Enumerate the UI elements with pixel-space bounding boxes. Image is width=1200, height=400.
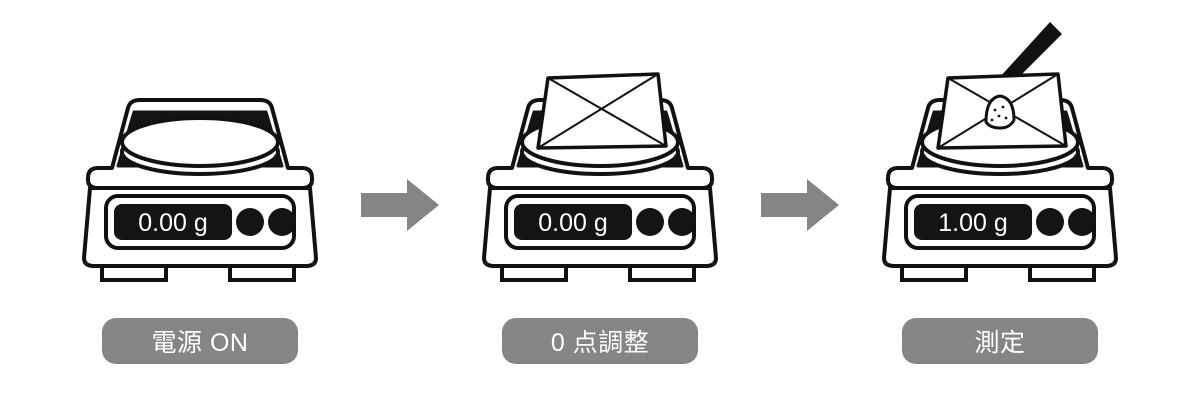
- balance-button-power[interactable]: [1068, 208, 1096, 236]
- paper-crease-1: [547, 77, 667, 147]
- balance-illustration-zero-adjust: 0.00 g: [450, 0, 750, 300]
- display-screen: [114, 204, 232, 240]
- balance-pan: [120, 116, 280, 176]
- balance-button-tare[interactable]: [236, 208, 264, 236]
- step-label-zero-adjust: 0 点調整: [502, 318, 698, 364]
- flow-arrow-1-cell: [350, 0, 450, 400]
- sample-speckle: [997, 114, 1001, 118]
- arrow-right-icon: [361, 179, 439, 231]
- step-power-on: 0.00 g 電源 ON: [50, 0, 350, 400]
- display-readout: 0.00 g: [538, 209, 608, 237]
- step-label-measure: 測定: [902, 318, 1098, 364]
- balance-button-tare[interactable]: [636, 208, 664, 236]
- sample-speckle: [990, 118, 994, 122]
- balance-foot-right: [1028, 264, 1096, 282]
- display-readout: 1.00 g: [938, 209, 1008, 237]
- step-label-power-on: 電源 ON: [102, 318, 298, 364]
- sample-speckle: [1004, 116, 1008, 120]
- balance-button-tare[interactable]: [1036, 208, 1064, 236]
- flow-arrow-2: [761, 179, 839, 231]
- sample-speckle: [1001, 105, 1005, 109]
- step-zero-adjust: 0.00 g 0 点調整: [450, 0, 750, 400]
- balance-button-power[interactable]: [268, 208, 296, 236]
- digital-display: 1.00 g: [914, 204, 1032, 240]
- display-screen: [514, 204, 632, 240]
- balance-foot-left: [500, 264, 568, 282]
- sample-powder-mound: [984, 94, 1016, 130]
- sample-speckle: [993, 108, 997, 112]
- display-readout: 0.00 g: [138, 209, 208, 237]
- step-measure: 1.00 g 測定: [850, 0, 1150, 400]
- weighing-paper: [536, 72, 668, 150]
- balance-illustration-power-on: 0.00 g: [50, 0, 350, 300]
- balance-foot-left: [100, 264, 168, 282]
- balance-foot-right: [228, 264, 296, 282]
- pan-top: [120, 116, 280, 168]
- flow-arrow-1: [361, 179, 439, 231]
- display-screen: [914, 204, 1032, 240]
- balance-button-power[interactable]: [668, 208, 696, 236]
- flow-arrow-2-cell: [750, 0, 850, 400]
- arrow-right-icon: [761, 179, 839, 231]
- balance-foot-right: [628, 264, 696, 282]
- sample-mound-shape: [984, 94, 1016, 130]
- paper-crease-2: [537, 73, 659, 149]
- digital-display: 0.00 g: [514, 204, 632, 240]
- digital-display: 0.00 g: [114, 204, 232, 240]
- balance-foot-left: [900, 264, 968, 282]
- balance-illustration-measure: 1.00 g: [850, 0, 1150, 300]
